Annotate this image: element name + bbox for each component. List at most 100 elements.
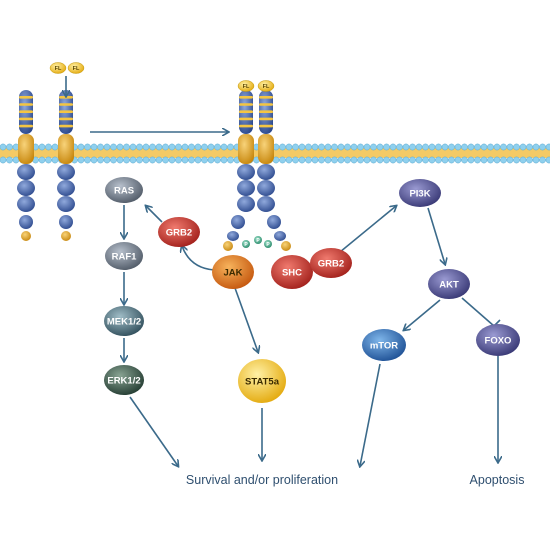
lipid-head: [454, 156, 462, 164]
lipid-head: [168, 156, 176, 164]
lipid-head: [298, 156, 306, 164]
phosphate-label: P: [244, 242, 248, 248]
lipid-head: [383, 156, 390, 164]
lipid-head: [84, 156, 91, 164]
lipid-head: [149, 143, 156, 151]
node-mek: MEK1/2: [104, 306, 144, 336]
lipid-head: [207, 143, 215, 151]
lipid-head: [162, 143, 169, 151]
lipid-head: [402, 156, 410, 164]
lipid-head: [103, 156, 111, 164]
node-akt-label: AKT: [439, 280, 459, 291]
signaling-nodes: RAS RAF1 MEK1/2 ERK1/2 GRB2 JAK SHC GRB: [104, 177, 520, 403]
lipid-head: [227, 156, 234, 164]
arrow-pi3k-akt: [427, 207, 445, 264]
lipid-head: [344, 143, 351, 151]
lipid-head: [337, 156, 345, 164]
receptor-chain: [237, 90, 255, 212]
phosphate: [264, 240, 272, 248]
lipid-head: [506, 143, 514, 151]
arrow-erk-survival: [129, 396, 178, 466]
lipid-head: [103, 143, 111, 151]
lipid-head: [90, 143, 98, 151]
lipid-head: [519, 156, 527, 164]
lipid-head: [337, 143, 345, 151]
lipid-head: [136, 156, 143, 164]
lipid-head: [116, 143, 124, 151]
node-grb2-right-label: GRB2: [318, 259, 344, 270]
phosphate-label: P: [256, 238, 260, 244]
lipid-head: [422, 143, 429, 151]
lipid-head: [214, 143, 221, 151]
phosphate-label: P: [266, 242, 270, 248]
lipid-head: [155, 143, 163, 151]
lipid-head: [409, 143, 416, 151]
lipid-head: [214, 156, 221, 164]
lipid-head: [6, 156, 13, 164]
lipid-head: [110, 156, 117, 164]
lipid-head: [376, 156, 384, 164]
node-ras-label: RAS: [114, 186, 134, 197]
ligand-label: FL: [55, 66, 62, 72]
lipid-head: [220, 143, 228, 151]
lipid-head: [389, 143, 397, 151]
lipid-head: [409, 156, 416, 164]
phosphate: [242, 240, 250, 248]
lipid-head: [415, 143, 423, 151]
lipid-head: [461, 156, 468, 164]
lipid-head: [324, 156, 332, 164]
lipid-head: [318, 143, 325, 151]
lipid-head: [474, 156, 481, 164]
node-foxo-label: FOXO: [485, 336, 512, 347]
lipid-head: [227, 143, 234, 151]
lipid-head: [298, 143, 306, 151]
receptor-chain: [57, 90, 75, 241]
node-ras: RAS: [105, 177, 143, 203]
node-pi3k-label: PI3K: [409, 189, 430, 200]
lipid-head: [370, 156, 377, 164]
lipid-head: [441, 156, 449, 164]
lipid-head: [77, 156, 85, 164]
lipid-head: [539, 156, 546, 164]
lipid-head: [51, 143, 59, 151]
lipid-head: [363, 143, 371, 151]
lipid-head: [513, 156, 520, 164]
lipid-head: [513, 143, 520, 151]
lipid-head: [38, 156, 46, 164]
lipid-head: [311, 143, 319, 151]
outcome-survival: Survival and/or proliferation: [186, 473, 338, 487]
lipid-head: [331, 156, 338, 164]
lipid-head: [194, 156, 202, 164]
lipid-head: [467, 143, 475, 151]
lipid-head: [155, 156, 163, 164]
arrow-grb2-ras: [146, 206, 163, 223]
lipid-head: [181, 143, 189, 151]
lipid-head: [474, 143, 481, 151]
outcome-apoptosis: Apoptosis: [470, 473, 525, 487]
receptor-chain: [17, 90, 35, 241]
node-grb2-right: GRB2: [310, 248, 352, 278]
lipid-head: [45, 143, 52, 151]
lipid-head: [97, 143, 104, 151]
lipid-head: [480, 156, 488, 164]
arrow-mtor-survival: [360, 363, 381, 466]
lipid-head: [532, 156, 540, 164]
lipid-head: [350, 156, 358, 164]
lipid-head: [344, 156, 351, 164]
lipid-head: [292, 156, 299, 164]
lipid-head: [350, 143, 358, 151]
lipid-head: [6, 143, 13, 151]
lipid-head: [357, 143, 364, 151]
lipid-head: [415, 156, 423, 164]
lipid-head: [435, 156, 442, 164]
lipid-head: [0, 156, 7, 164]
lipid-head: [506, 156, 514, 164]
node-erk: ERK1/2: [104, 365, 144, 395]
lipid-head: [0, 143, 7, 151]
node-raf1: RAF1: [105, 242, 143, 270]
lipid-head: [181, 156, 189, 164]
lipid-head: [285, 143, 293, 151]
